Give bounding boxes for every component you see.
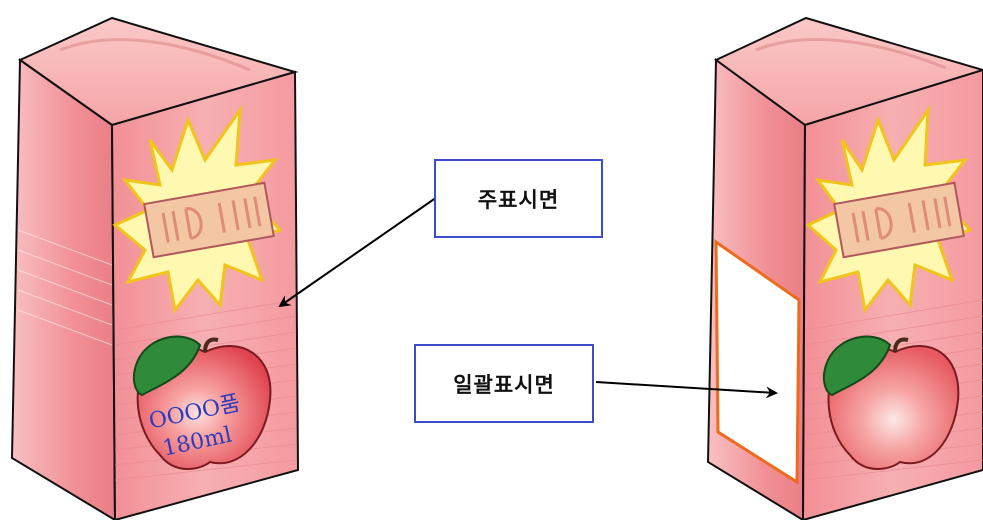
- arrow-to-principal-surface: [278, 194, 441, 308]
- left-carton: OOOO품 180ml: [10, 16, 300, 520]
- left-carton-side: [10, 58, 117, 520]
- left-leaf-icon: [132, 335, 202, 397]
- arrow-to-information-surface: [595, 381, 778, 399]
- right-leaf-icon: [822, 335, 892, 397]
- information-display-surface-label: 일괄표시면: [414, 344, 594, 423]
- principal-display-surface-text: 주표시면: [477, 187, 560, 212]
- right-carton: [706, 16, 983, 520]
- principal-display-surface-label: 주표시면: [434, 159, 603, 238]
- right-apple-stem: [893, 337, 909, 353]
- information-display-surface-text: 일괄표시면: [453, 372, 555, 397]
- left-apple-stem: [203, 337, 219, 353]
- information-display-panel: [714, 239, 801, 485]
